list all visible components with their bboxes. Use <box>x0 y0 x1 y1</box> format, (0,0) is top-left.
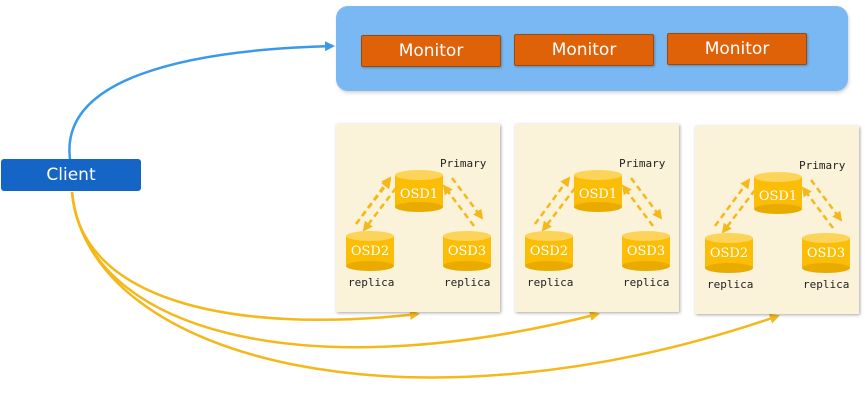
primary-label: Primary <box>440 157 487 170</box>
monitor-box-1: Monitor <box>361 35 501 67</box>
replicate-arrow-osd1-to-osd2 <box>721 189 756 234</box>
monitor-box-2: Monitor <box>514 34 654 66</box>
osd2-cylinder <box>346 231 394 271</box>
osd2-cylinder <box>525 231 573 271</box>
replicate-arrow-osd3-to-osd1 <box>621 184 654 227</box>
replicate-arrow-osd3-to-osd1 <box>442 184 475 227</box>
replica-label: replica <box>444 276 491 289</box>
replica-label: replica <box>623 276 670 289</box>
monitor-label: Monitor <box>551 40 617 60</box>
monitor-cluster-panel: Monitor Monitor Monitor <box>336 6 848 91</box>
client-label: Client <box>46 165 96 185</box>
replicate-arrow-osd2-to-osd1 <box>713 178 751 227</box>
replica-label: replica <box>527 276 574 289</box>
monitor-label: Monitor <box>704 39 770 59</box>
replica-label: replica <box>707 278 754 291</box>
replicate-arrow-osd1-to-osd3 <box>630 177 663 220</box>
osd3-label: OSD3 <box>806 246 846 261</box>
osd3-label: OSD3 <box>626 244 666 259</box>
placement-group-3: Primary OSD1 OSD2 OSD3 replica replica <box>695 126 859 314</box>
osd2-cylinder <box>705 233 753 273</box>
monitor-box-3: Monitor <box>667 33 807 65</box>
pg3-graphics <box>705 172 850 273</box>
osd1-cylinder <box>574 170 622 212</box>
osd2-label: OSD2 <box>350 244 390 259</box>
osd3-label: OSD3 <box>447 244 487 259</box>
osd2-label: OSD2 <box>529 244 569 259</box>
replicate-arrow-osd2-to-osd1 <box>354 176 392 225</box>
placement-group-2: Primary OSD1 OSD2 OSD3 replica replica <box>515 124 679 312</box>
replicate-arrow-osd2-to-osd1 <box>533 176 571 225</box>
osd3-cylinder <box>802 233 850 273</box>
primary-label: Primary <box>619 157 666 170</box>
placement-group-1: Primary OSD1 OSD2 OSD3 replica replica <box>336 124 500 312</box>
replicate-arrow-osd1-to-osd2 <box>362 187 397 232</box>
replicate-arrow-osd1-to-osd3 <box>810 179 843 222</box>
replicate-arrow-osd1-to-osd2 <box>541 187 576 232</box>
client-to-monitor-arrow <box>68 41 335 160</box>
replica-label: replica <box>803 278 850 291</box>
client-to-pg3-arrow <box>70 191 780 379</box>
client-box: Client <box>1 159 141 191</box>
pg2-graphics <box>525 170 670 271</box>
replicate-arrow-osd1-to-osd3 <box>451 177 484 220</box>
osd1-cylinder <box>395 170 443 212</box>
osd3-cylinder <box>443 231 491 271</box>
replicate-arrow-osd3-to-osd1 <box>801 186 834 229</box>
osd1-label: OSD1 <box>399 187 439 202</box>
osd1-label: OSD1 <box>578 187 618 202</box>
osd2-label: OSD2 <box>709 246 749 261</box>
osd1-cylinder <box>754 172 802 214</box>
monitor-label: Monitor <box>398 41 464 61</box>
primary-label: Primary <box>799 159 846 172</box>
replica-label: replica <box>348 276 395 289</box>
pg1-graphics <box>346 170 491 271</box>
osd3-cylinder <box>622 231 670 271</box>
osd1-label: OSD1 <box>758 189 798 204</box>
